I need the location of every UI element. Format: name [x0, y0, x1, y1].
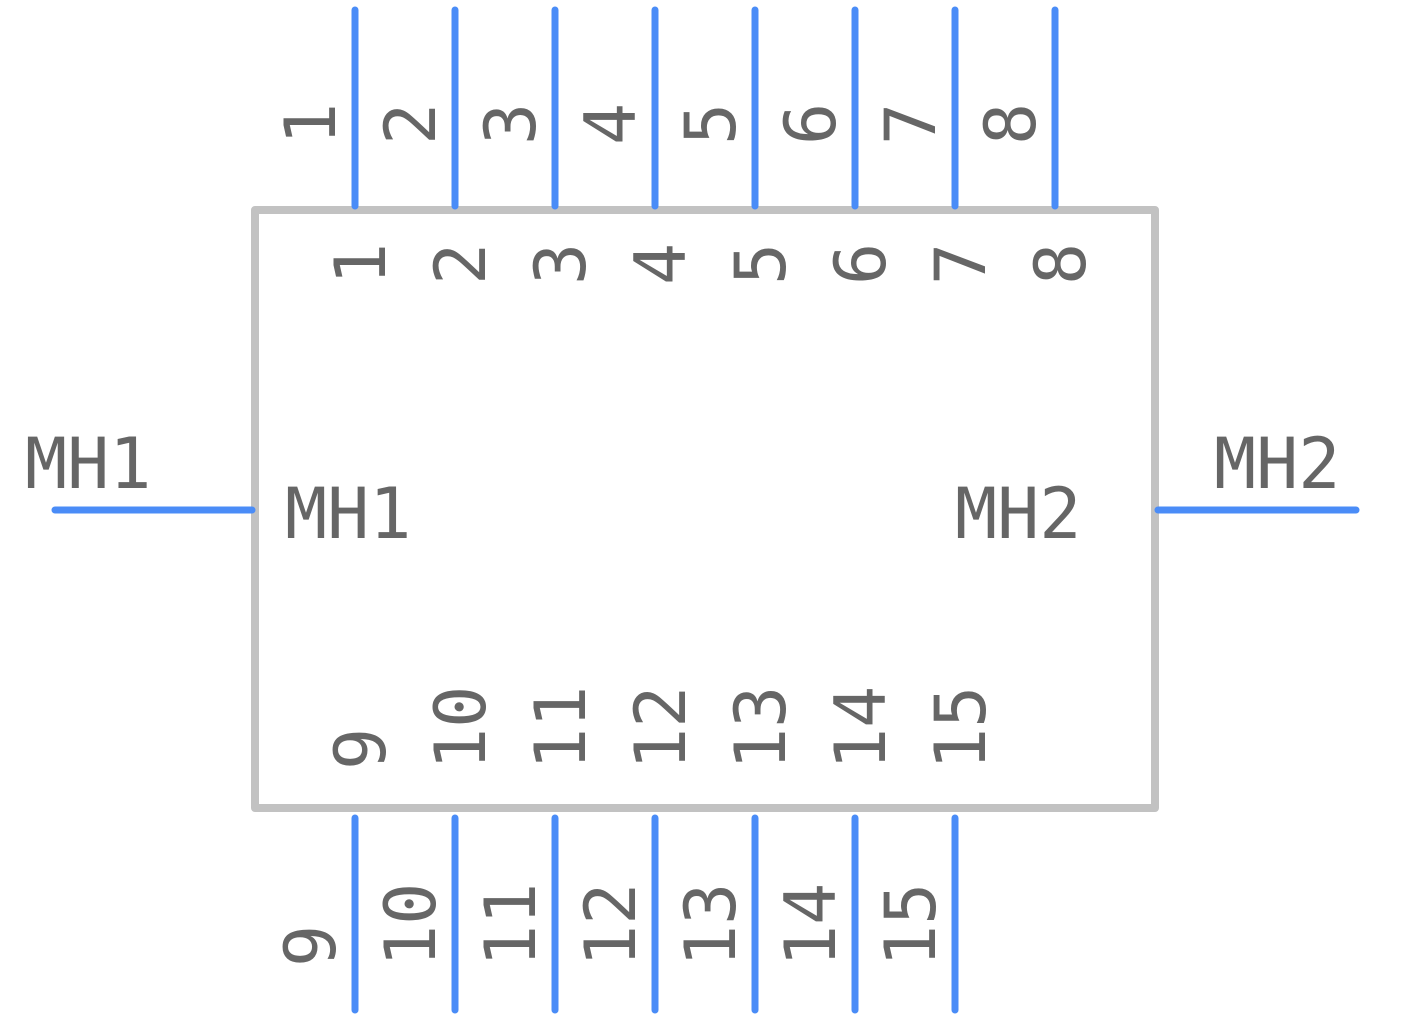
pin-inner-label-11: 11: [520, 686, 602, 770]
pin-inner-label-9: 9: [320, 728, 402, 770]
pin-label-3: 3: [470, 103, 552, 145]
pin-inner-label-mh1: MH1: [285, 473, 411, 555]
pin-label-10: 10: [370, 883, 452, 967]
pin-inner-label-5: 5: [720, 243, 802, 285]
pin-inner-label-mh2: MH2: [955, 473, 1081, 555]
pin-inner-label-10: 10: [420, 686, 502, 770]
pin-inner-label-12: 12: [620, 686, 702, 770]
pin-label-mh1: MH1: [25, 423, 151, 505]
pin-inner-label-14: 14: [820, 686, 902, 770]
pin-label-7: 7: [870, 103, 952, 145]
pin-inner-label-13: 13: [720, 686, 802, 770]
pin-label-5: 5: [670, 103, 752, 145]
pin-label-6: 6: [770, 103, 852, 145]
pin-label-2: 2: [370, 103, 452, 145]
pin-inner-label-3: 3: [520, 243, 602, 285]
pin-label-8: 8: [970, 103, 1052, 145]
pin-inner-label-2: 2: [420, 243, 502, 285]
pin-label-14: 14: [770, 883, 852, 967]
pin-inner-label-15: 15: [920, 686, 1002, 770]
pin-label-15: 15: [870, 883, 952, 967]
pin-label-1: 1: [270, 103, 352, 145]
pin-inner-label-7: 7: [920, 243, 1002, 285]
pin-label-9: 9: [270, 925, 352, 967]
pin-label-mh2: MH2: [1214, 423, 1340, 505]
pin-inner-label-4: 4: [620, 243, 702, 285]
pin-label-13: 13: [670, 883, 752, 967]
pin-label-4: 4: [570, 103, 652, 145]
pin-inner-label-8: 8: [1020, 243, 1102, 285]
pin-label-11: 11: [470, 883, 552, 967]
pin-inner-label-1: 1: [320, 243, 402, 285]
pin-label-12: 12: [570, 883, 652, 967]
pin-inner-label-6: 6: [820, 243, 902, 285]
